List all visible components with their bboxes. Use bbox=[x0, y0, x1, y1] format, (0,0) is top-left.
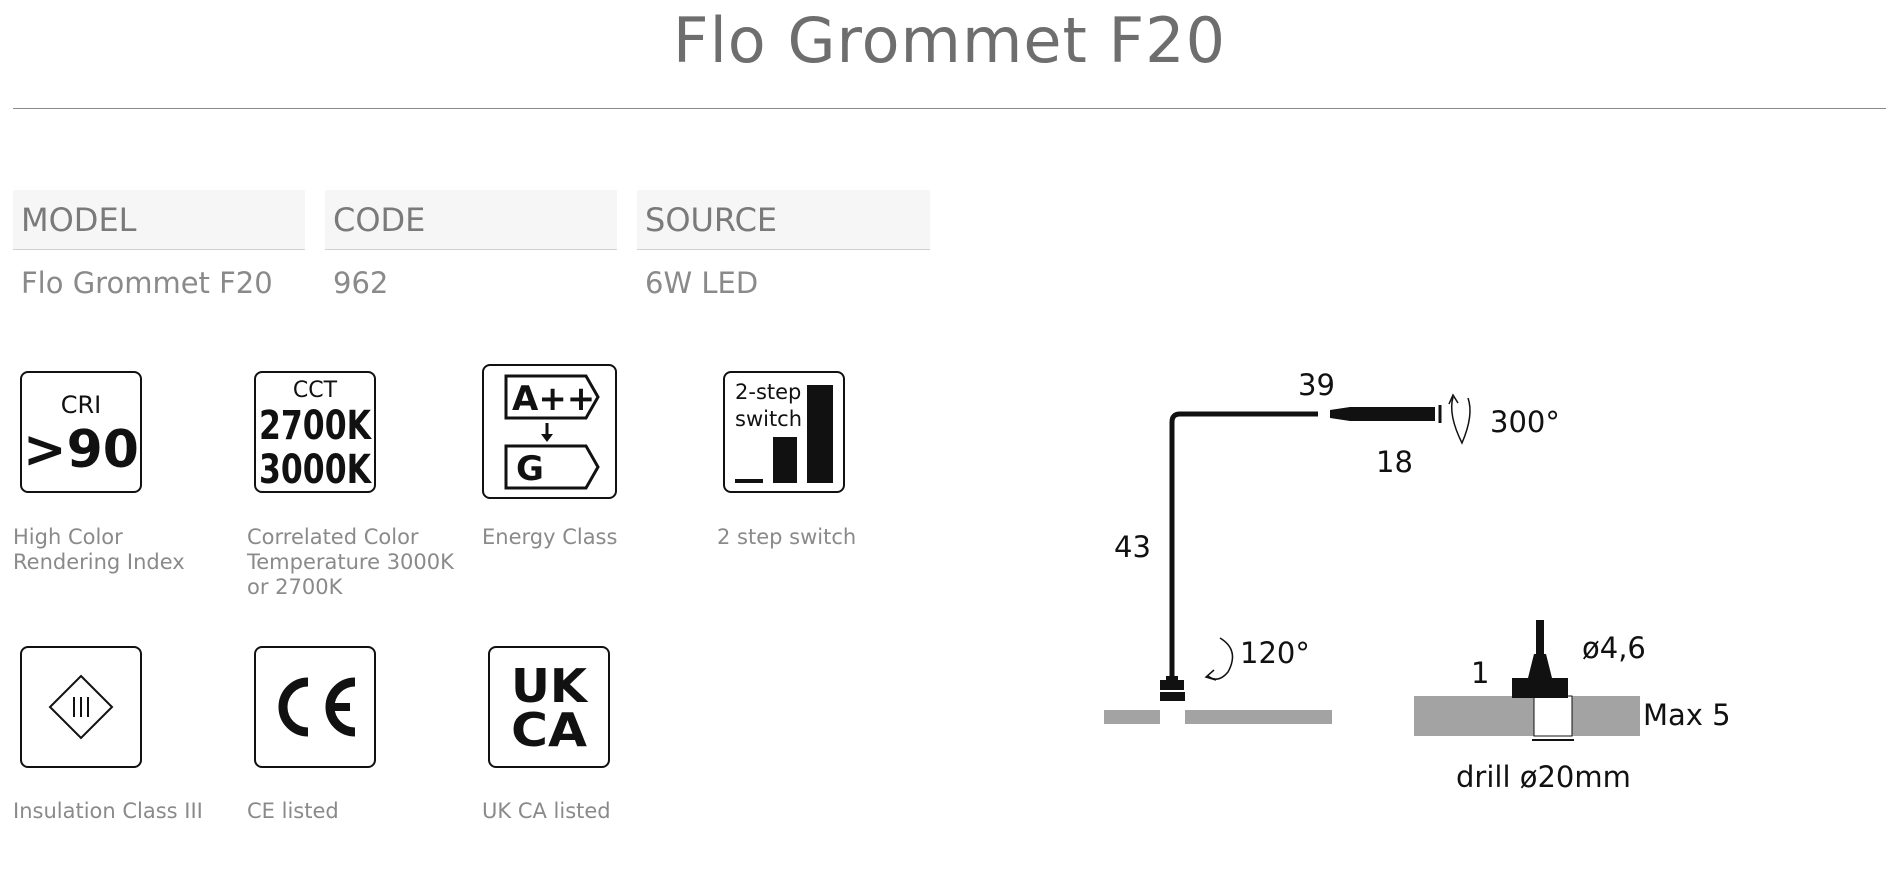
dimension-head-rotation: 300° bbox=[1490, 405, 1560, 439]
section-desk-left bbox=[1414, 696, 1534, 736]
insulation-diamond bbox=[48, 674, 114, 740]
desk-surface-right bbox=[1185, 710, 1332, 724]
switch-icon-line1: 2-step bbox=[735, 380, 801, 404]
cct-caption: Correlated Color Temperature 3000K or 27… bbox=[247, 525, 454, 599]
cri-icon-value: >90 bbox=[23, 420, 139, 480]
two-step-switch-icon: 2-step switch bbox=[723, 371, 845, 493]
cri-icon-label: CRI bbox=[61, 391, 102, 419]
cct-icon-warm: 2700K bbox=[259, 403, 373, 449]
spec-header-model: MODEL bbox=[13, 190, 305, 250]
energy-class-icon: A++ G bbox=[482, 364, 617, 499]
technical-drawing bbox=[1104, 393, 1640, 741]
dimension-head-depth: 18 bbox=[1376, 445, 1413, 479]
stem-base bbox=[1160, 680, 1184, 690]
ukca-mark-ca: CA bbox=[511, 703, 587, 757]
section-stem bbox=[1536, 620, 1544, 654]
lamp-head bbox=[1330, 407, 1435, 421]
ce-mark-icon bbox=[254, 646, 376, 768]
two-step-switch-caption: 2 step switch bbox=[717, 525, 857, 549]
spec-header-source: SOURCE bbox=[637, 190, 930, 250]
switch-bar-off bbox=[735, 479, 763, 483]
ce-mark-c bbox=[278, 677, 309, 737]
insulation-caption: Insulation Class III bbox=[13, 799, 203, 823]
switch-bar-high bbox=[807, 385, 833, 483]
ukca-caption: UK CA listed bbox=[482, 799, 611, 823]
dimension-arm-length: 39 bbox=[1298, 368, 1335, 402]
energy-arrow-head bbox=[541, 434, 553, 442]
spec-value-source: 6W LED bbox=[645, 266, 759, 300]
head-rotation-arrow bbox=[1450, 396, 1471, 445]
spec-value-code: 962 bbox=[333, 266, 389, 300]
dimension-drill: drill ø20mm bbox=[1456, 760, 1631, 794]
insulation-class-iii-icon bbox=[20, 646, 142, 768]
cct-icon-label: CCT bbox=[293, 378, 338, 403]
dimension-flange: 1 bbox=[1471, 656, 1490, 690]
lamp-arm bbox=[1169, 411, 1318, 680]
grommet-flange bbox=[1160, 692, 1185, 701]
switch-icon-line2: switch bbox=[735, 407, 802, 431]
cri-icon: CRI >90 bbox=[20, 371, 142, 493]
energy-class-caption: Energy Class bbox=[482, 525, 618, 549]
dimension-max-thickness: Max 5 bbox=[1643, 698, 1731, 732]
energy-top-arrow bbox=[504, 374, 600, 420]
ukca-mark-uk: UK bbox=[511, 659, 589, 713]
dimension-stem-height: 43 bbox=[1114, 530, 1151, 564]
energy-bottom-arrow bbox=[504, 444, 600, 490]
drill-hole bbox=[1533, 695, 1573, 737]
desk-surface-left bbox=[1104, 710, 1160, 724]
cri-caption: High Color Rendering Index bbox=[13, 525, 185, 574]
section-flange bbox=[1512, 678, 1568, 698]
energy-class-top: A++ bbox=[512, 379, 595, 419]
ukca-mark-icon: UK CA bbox=[488, 646, 610, 768]
spec-header-code: CODE bbox=[325, 190, 617, 250]
energy-class-bottom: G bbox=[516, 449, 544, 489]
dimension-stem-rotation: 120° bbox=[1240, 636, 1310, 670]
spec-value-model: Flo Grommet F20 bbox=[21, 266, 273, 300]
cct-icon-neutral: 3000K bbox=[259, 447, 373, 491]
page-title: Flo Grommet F20 bbox=[672, 4, 1227, 77]
lamp-arm-joint bbox=[1318, 412, 1330, 416]
ce-caption: CE listed bbox=[247, 799, 339, 823]
switch-bar-low bbox=[773, 437, 797, 483]
dimension-diameter: ø4,6 bbox=[1582, 631, 1646, 665]
section-desk-right bbox=[1572, 696, 1640, 736]
title-divider bbox=[13, 108, 1886, 109]
cct-icon: CCT 2700K 3000K bbox=[254, 371, 376, 493]
